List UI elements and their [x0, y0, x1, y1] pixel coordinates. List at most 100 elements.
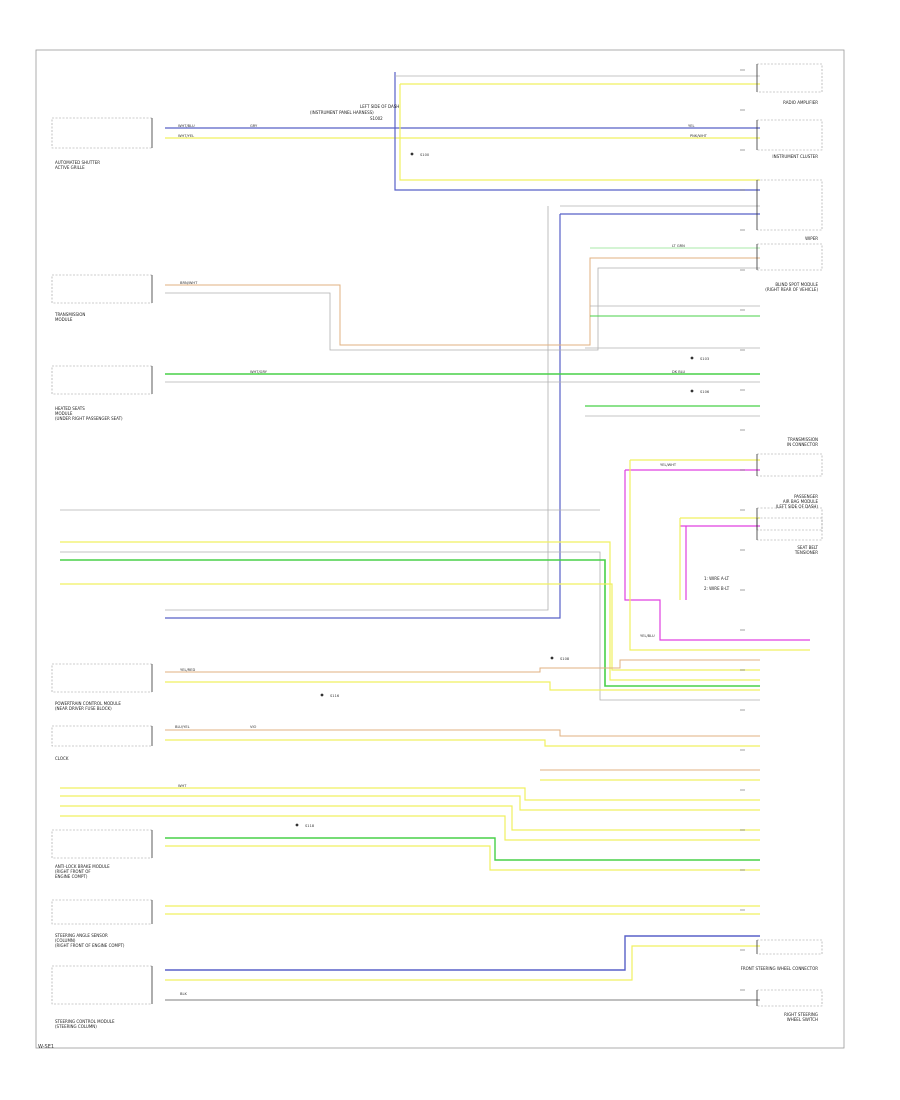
- right-connector-3: [757, 179, 823, 231]
- wire-color-tag: BLK: [180, 992, 187, 996]
- left-component-sub: (STEERING COLUMN): [55, 1024, 97, 1029]
- right-connector-6: [757, 507, 823, 531]
- splice-dot: [410, 152, 414, 156]
- wire-yellow-ab2: [629, 460, 810, 651]
- wire-yellow-scm: [165, 945, 760, 981]
- left-component-sub2: (UNDER RIGHT PASSENGER SEAT): [55, 416, 123, 421]
- splice-dot: [690, 389, 694, 393]
- left-component-name: CLOCK: [55, 756, 69, 761]
- wire-orange-tcm: [165, 257, 760, 346]
- wire-color-tag: BLU/YEL: [175, 725, 190, 729]
- right-component-name: INSTRUMENT CLUSTER: [772, 154, 818, 159]
- wire-yellow-pcm: [165, 681, 760, 691]
- right-connector-1: [757, 63, 823, 93]
- left-component-sub: MODULE: [55, 317, 73, 322]
- right-component-name: PASSENGER: [794, 494, 818, 499]
- splice-label: S108: [560, 657, 570, 661]
- wire-yellow-abs5: [165, 845, 760, 871]
- wire-orange-pcm: [165, 659, 760, 673]
- right-connector-8: [757, 939, 823, 955]
- wire-yellow-abs2: [60, 795, 760, 811]
- splice-dot: [295, 823, 299, 827]
- splice-label: S118: [305, 824, 315, 828]
- top-location-label: LEFT SIDE OF DASH: [360, 104, 399, 109]
- left-component-sub: (COLUMN): [55, 938, 76, 943]
- left-component-name: AUTOMATED SHUTTER: [55, 160, 100, 165]
- right-connector-5: [757, 453, 823, 477]
- left-connector-4: [51, 663, 152, 693]
- splice-label: S103: [700, 357, 709, 361]
- component-layer: [51, 63, 823, 1007]
- wire-gray-down: [165, 206, 549, 611]
- wire-color-tag: YEL/RED: [180, 668, 195, 672]
- right-component-sub: AIR BAG MODULE: [783, 499, 819, 504]
- left-component-name: ANTI-LOCK BRAKE MODULE: [55, 864, 110, 869]
- wire-color-tag: WHT/BLU: [178, 124, 195, 128]
- footer-code: W-SE1: [38, 1044, 55, 1050]
- right-component-name: SEAT BELT: [797, 545, 818, 550]
- wire-magenta-down: [624, 470, 810, 641]
- right-component-sub: WHEEL SWITCH: [787, 1017, 818, 1022]
- right-component-sub: (RIGHT REAR OF VEHICLE): [765, 287, 818, 292]
- splice-label: S100: [420, 153, 430, 157]
- right-component-sub2: (LEFT SIDE OF DASH): [776, 504, 819, 509]
- wire-color-tag: LT GRN: [672, 244, 685, 248]
- left-component-name: STEERING CONTROL MODULE: [55, 1019, 115, 1024]
- wire-blue-down: [165, 214, 561, 619]
- left-connector-2: [51, 274, 152, 304]
- left-component-sub2: ENGINE COMPT): [55, 874, 88, 879]
- right-connector-4: [757, 243, 823, 271]
- wire-gray-bus2: [60, 551, 760, 701]
- wire-layer: [60, 72, 810, 1001]
- splice-label: S106: [700, 390, 710, 394]
- left-component-name: TRANSMISSION: [54, 312, 85, 317]
- wire-yellow-trunk: [399, 84, 760, 181]
- wire-yellow-abs1: [60, 787, 760, 801]
- wire-orange-clock: [165, 729, 760, 737]
- left-connector-8: [51, 965, 152, 1005]
- right-component-name: BLIND SPOT MODULE: [775, 282, 818, 287]
- outer-border: [35, 49, 845, 1049]
- right-connector-2: [757, 119, 823, 151]
- left-connector-3: [51, 365, 152, 395]
- diagram-frame: [35, 49, 845, 1049]
- wire-yellow-bus: [60, 541, 760, 681]
- wire-color-tag: VIO: [250, 725, 257, 729]
- legend-item-1: 1: WIRE A-LT: [704, 576, 730, 581]
- top-location-sub: (INSTRUMENT PANEL HARNESS): [310, 110, 374, 115]
- right-component-name: TRANSMISSION: [787, 437, 818, 442]
- wire-gray-tcm: [165, 267, 760, 351]
- wire-yellow-abs4: [60, 815, 760, 841]
- wire-color-tag: DK BLU: [672, 370, 686, 374]
- left-component-name: STEERING ANGLE SENSOR: [55, 933, 108, 938]
- wire-yellow-clock: [165, 739, 760, 747]
- left-component-sub: MODULE: [55, 411, 73, 416]
- splice-dot: [690, 356, 694, 360]
- right-component-sub: IN CONNECTOR: [787, 442, 818, 447]
- wire-color-tag: WHT/GRY: [250, 370, 268, 374]
- left-component-name: POWERTRAIN CONTROL MODULE: [55, 701, 121, 706]
- wire-blue-scm: [165, 935, 760, 971]
- wire-color-tag: GRY: [250, 124, 258, 128]
- legend-item-2: 2: WIRE B-LT: [704, 586, 730, 591]
- splice-dot: [320, 693, 324, 697]
- wire-blue-trunk: [394, 72, 760, 191]
- wire-green-bus: [60, 559, 760, 687]
- right-component-name: RIGHT STEERING: [784, 1012, 818, 1017]
- left-component-name: HEATED SEATS: [55, 406, 85, 411]
- right-component-sub: TENSIONER: [794, 550, 818, 555]
- wire-color-tag: YEL/BLU: [640, 634, 655, 638]
- splice-label: S116: [330, 694, 340, 698]
- wire-color-tag: WHT/YEL: [178, 134, 194, 138]
- wire-color-tag: BRN/WHT: [180, 281, 198, 285]
- splice-dot: [550, 656, 554, 660]
- left-connector-6: [51, 829, 152, 859]
- left-component-sub2: (RIGHT FRONT OF ENGINE COMPT): [55, 943, 125, 948]
- wire-color-tag: YEL/WHT: [660, 463, 677, 467]
- wire-color-tag: PNK/WHT: [690, 134, 708, 138]
- left-connector-7: [51, 899, 152, 925]
- left-connector-5: [51, 725, 152, 747]
- wire-yellow-abs3: [60, 805, 760, 831]
